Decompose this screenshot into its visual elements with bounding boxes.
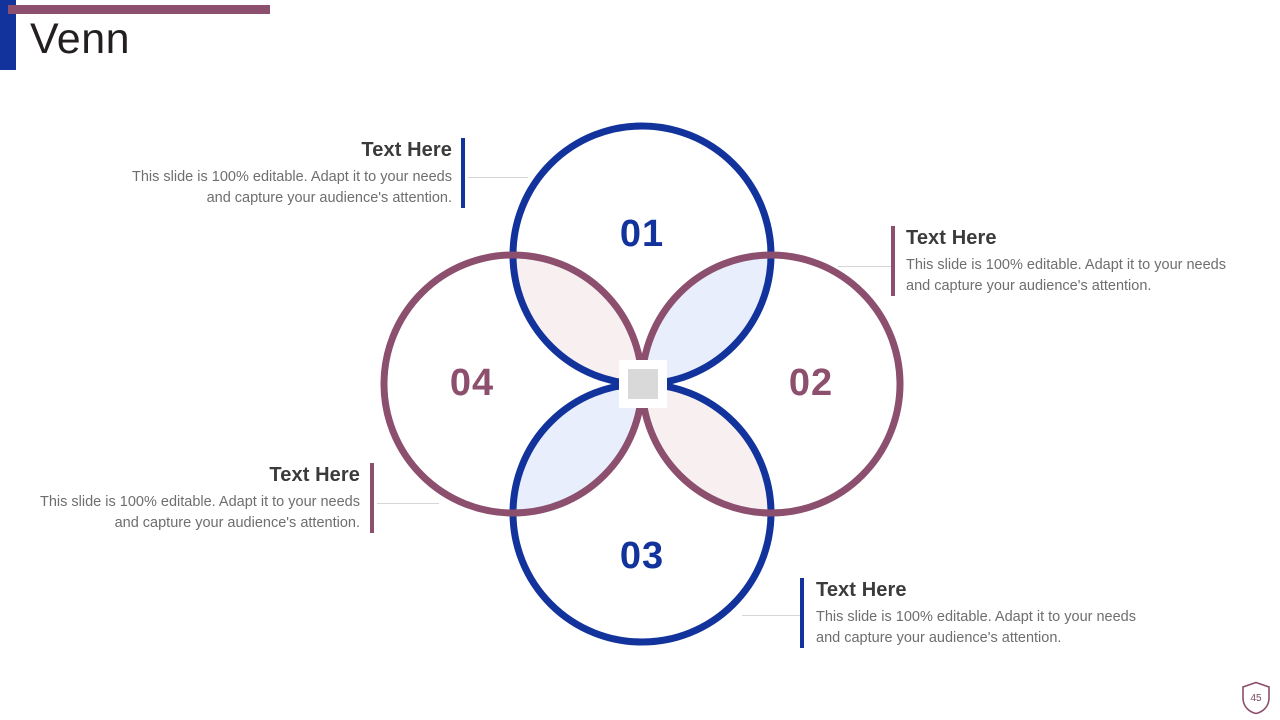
page-title: Venn (30, 15, 131, 63)
accent-bar-01 (461, 138, 465, 208)
page-number-shield-badge: 45 (1241, 681, 1271, 715)
callout-02-body: This slide is 100% editable. Adapt it to… (906, 257, 1226, 295)
venn-circle-01 (509, 122, 775, 388)
header-accent-bar-blue (0, 0, 16, 70)
callout-02-title: Text Here (906, 227, 997, 249)
venn-number-02: 02 (788, 362, 834, 404)
accent-bar-04 (800, 578, 804, 648)
callout-01: Text Here This slide is 100% editable. A… (130, 138, 452, 209)
accent-bar-02 (891, 226, 895, 296)
callout-01-title: Text Here (361, 139, 452, 161)
callout-04-body: This slide is 100% editable. Adapt it to… (816, 609, 1136, 647)
callout-03-body: This slide is 100% editable. Adapt it to… (40, 494, 360, 532)
connector-line-03 (377, 503, 439, 504)
shield-icon (1242, 681, 1270, 715)
page-number-label: 45 (1250, 693, 1262, 704)
header-accent-line-purple (8, 5, 270, 14)
connector-line-01 (468, 177, 528, 178)
callout-01-body: This slide is 100% editable. Adapt it to… (132, 169, 452, 207)
venn-circle-03 (509, 380, 775, 646)
venn-number-01: 01 (619, 213, 665, 255)
callout-03-title: Text Here (269, 464, 360, 486)
callout-04: Text Here This slide is 100% editable. A… (816, 578, 1146, 649)
venn-number-04: 04 (449, 362, 495, 404)
venn-center-tile (619, 360, 667, 408)
callout-03: Text Here This slide is 100% editable. A… (38, 463, 360, 534)
venn-number-03: 03 (619, 535, 665, 577)
callout-04-title: Text Here (816, 579, 907, 601)
callout-02: Text Here This slide is 100% editable. A… (906, 226, 1236, 297)
venn-center-tile-inner (628, 369, 658, 399)
accent-bar-03 (370, 463, 374, 533)
connector-line-02 (838, 266, 892, 267)
connector-line-04 (742, 615, 801, 616)
